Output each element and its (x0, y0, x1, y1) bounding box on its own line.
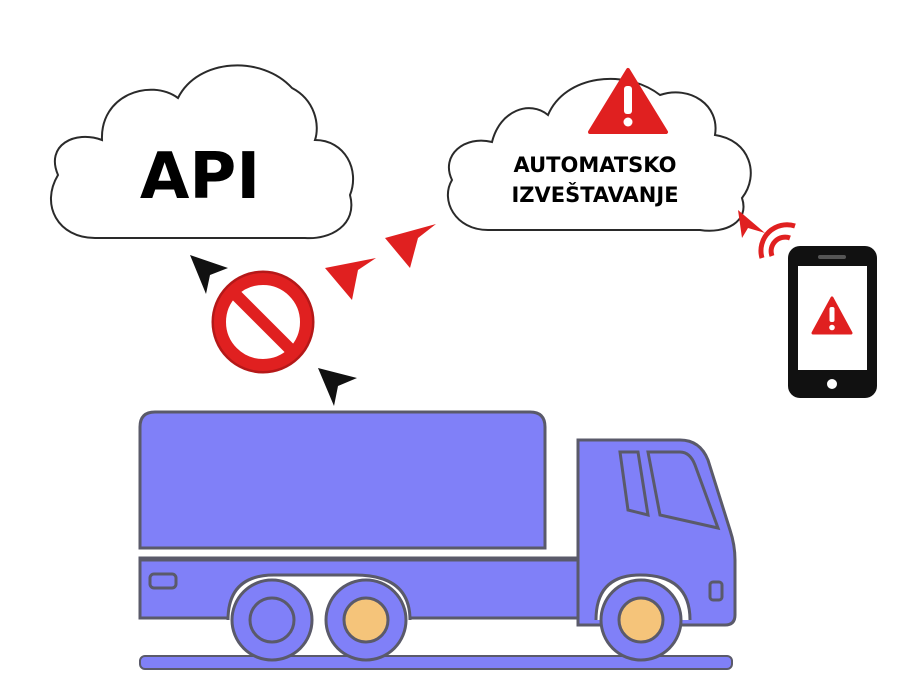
side-step (148, 572, 178, 590)
truck-icon (138, 410, 737, 670)
api-cloud-shape (49, 64, 355, 240)
cab-light (708, 580, 724, 602)
road-base (139, 655, 733, 670)
reporting-label-line2: IZVEŠTAVANJE (511, 182, 678, 207)
api-cloud: API (49, 64, 355, 240)
phone-warning-icon (811, 296, 853, 335)
red-arrow-2 (385, 224, 436, 268)
red-arrow-1 (325, 258, 376, 300)
warning-triangle-icon (588, 68, 668, 134)
reporting-cloud-shape (446, 77, 752, 232)
arrow-to-api (190, 255, 228, 294)
wheel (599, 578, 683, 662)
cab-side-window (618, 450, 650, 518)
api-label: API (140, 140, 260, 214)
red-arrow-3 (738, 210, 765, 238)
cargo-box (138, 410, 547, 550)
wheel (324, 578, 408, 662)
reporting-label-line1: AUTOMATSKO (514, 153, 677, 177)
cab-front-window (646, 450, 721, 531)
arrow-from-truck (318, 368, 357, 406)
wireless-signal-icon (758, 222, 796, 259)
smartphone-icon (788, 246, 877, 398)
wheel (230, 578, 314, 662)
prohibited-icon (211, 270, 315, 374)
reporting-cloud: AUTOMATSKO IZVEŠTAVANJE (446, 68, 752, 232)
